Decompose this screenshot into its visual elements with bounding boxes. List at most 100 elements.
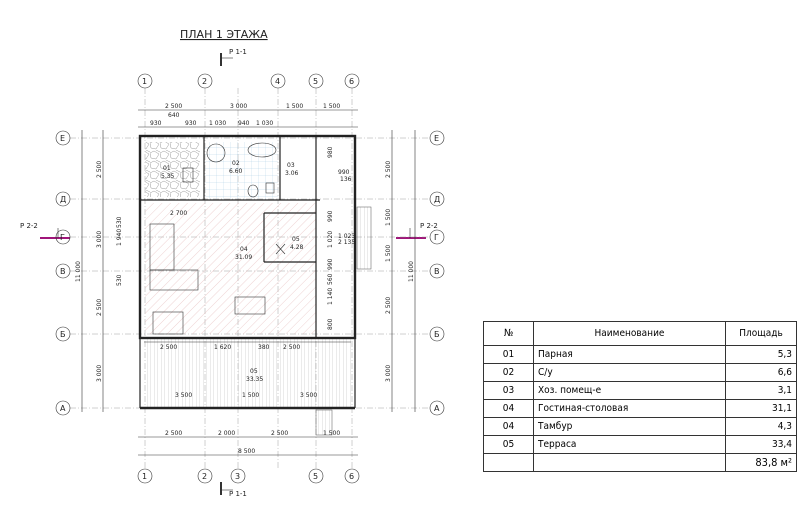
row-area: 3,1 — [725, 381, 797, 400]
section-mark-right: Р 2-2 — [396, 222, 438, 239]
dim-int-5: 1 020 — [327, 231, 334, 248]
dim-int-10: 800 — [327, 318, 334, 330]
dim-top-1: 2 500 — [165, 103, 182, 110]
table-row: 01 Парная 5,3 — [483, 345, 797, 364]
table-row: 04 Тамбур 4,3 — [483, 417, 797, 436]
dining-table-icon — [234, 296, 266, 315]
dims-interior: 980 990 136 990 1 020 2 135 990 560 1 14… — [160, 146, 355, 399]
terrace-floor — [145, 338, 352, 408]
axis-2-bottom: 2 — [202, 472, 207, 481]
dim-top2-3: 930 — [185, 120, 197, 127]
steam-room-floor — [145, 142, 200, 197]
dim-int-7: 990 — [327, 258, 334, 270]
section-mark-left: Р 2-2 — [20, 222, 70, 239]
room-01-area: 5.35 — [161, 173, 175, 180]
dim-top-2: 3 000 — [230, 103, 247, 110]
dim-left-4: 530 — [116, 216, 123, 228]
dim-chain-right: 2 500 1 500 1 500 2 500 3 000 11 000 — [385, 130, 416, 412]
total-empty-cell — [533, 453, 726, 472]
row-name: Терраса — [533, 435, 726, 454]
dim-left-total: 11 000 — [75, 261, 82, 282]
dim-int-19: 1 023 — [338, 233, 355, 240]
section-label-top: Р 1-1 — [229, 48, 247, 56]
plan-title: ПЛАН 1 ЭТАЖА — [180, 28, 268, 41]
section-label-bottom: Р 1-1 — [229, 490, 247, 498]
dim-top2-4: 1 030 — [209, 120, 226, 127]
dim-left-3: 1 940 — [116, 229, 123, 246]
axis-B-right: Б — [434, 330, 440, 339]
room-02-area: 6.60 — [229, 168, 243, 175]
axis-B-left: Б — [60, 330, 66, 339]
axis-G-right: Г — [434, 233, 439, 242]
walls — [138, 134, 357, 410]
toilet-icon — [247, 184, 259, 198]
sofa-corner-icon — [149, 269, 199, 291]
row-area: 5,3 — [725, 345, 797, 364]
room-04-num: 04 — [240, 246, 248, 253]
dim-int-9: 1 140 — [327, 288, 334, 305]
row-number: 04 — [483, 399, 534, 418]
dim-top-3: 1 500 — [286, 103, 303, 110]
axis-D-right: Д — [434, 195, 440, 204]
row-number: 04 — [483, 417, 534, 436]
total-empty-cell — [483, 453, 534, 472]
section-mark-bottom: Р 1-1 — [220, 482, 247, 498]
row-area: 31,1 — [725, 399, 797, 418]
row-area: 33,4 — [725, 435, 797, 454]
row-name: Тамбур — [533, 417, 726, 436]
room-terrace-num: 05 — [250, 368, 258, 375]
dim-right-total: 11 000 — [408, 261, 415, 282]
row-name: Парная — [533, 345, 726, 364]
dim-right-3: 1 500 — [385, 245, 392, 262]
dim-bottom-total: 8 500 — [238, 448, 255, 455]
axis-G-left: Г — [60, 233, 65, 242]
section-label-right: Р 2-2 — [420, 222, 438, 230]
dim-int-16: 1 500 — [242, 392, 259, 399]
total-area: 83,8 м² — [725, 453, 797, 472]
section-label-left: Р 2-2 — [20, 222, 38, 230]
row-name: Гостиная-столовая — [533, 399, 726, 418]
dim-left-7: 3 000 — [96, 365, 103, 382]
row-number: 02 — [483, 363, 534, 382]
stairs-icon — [152, 311, 184, 335]
table-header-name: Наименование — [533, 321, 726, 346]
dim-int-2: 990 — [338, 169, 350, 176]
dim-left-6: 2 500 — [96, 299, 103, 316]
table-header-area: Площадь — [725, 321, 797, 346]
axis-1-top: 1 — [142, 77, 147, 86]
dim-top2-6: 1 030 — [256, 120, 273, 127]
room-05-area: 4.28 — [290, 244, 304, 251]
area-table: № Наименование Площадь 01 Парная 5,3 02 … — [483, 321, 797, 472]
dim-int-12: 1 620 — [214, 344, 231, 351]
axis-V-right: В — [434, 267, 440, 276]
axis-A-left: А — [60, 404, 66, 413]
section-mark-top: Р 1-1 — [220, 48, 247, 66]
floor-plan-drawing: ПЛАН 1 ЭТАЖА Р 1-1 Р 1-1 Р 2-2 Р 2-2 — [20, 28, 445, 498]
axis-5-top: 5 — [313, 77, 318, 86]
axis-bubbles-vertical: 1 2 4 5 6 1 2 3 5 6 — [137, 73, 360, 484]
sink-icon — [265, 182, 275, 194]
room-03-area: 3.06 — [285, 170, 299, 177]
axis-D-left: Д — [60, 195, 66, 204]
dim-bottom-3: 2 500 — [271, 430, 288, 437]
dim-top2-1: 930 — [150, 120, 162, 127]
room-04-area: 31.09 — [235, 254, 252, 261]
dim-top-4: 1 500 — [323, 103, 340, 110]
table-header-row: № Наименование Площадь — [483, 321, 797, 346]
dim-left-2: 3 000 — [96, 231, 103, 248]
dim-bottom-2: 2 000 — [218, 430, 235, 437]
entrance-steps-icon — [356, 206, 372, 270]
dim-top2-5: 940 — [238, 120, 250, 127]
axis-E-right: Е — [434, 134, 439, 143]
row-number: 05 — [483, 435, 534, 454]
dim-int-3: 136 — [340, 176, 352, 183]
row-number: 03 — [483, 381, 534, 400]
dim-int-8: 560 — [327, 273, 334, 285]
dim-int-17: 3 500 — [300, 392, 317, 399]
table-header-number: № — [483, 321, 534, 346]
dim-right-5: 3 000 — [385, 365, 392, 382]
dim-left-1: 2 500 — [96, 161, 103, 178]
dim-right-2: 1 500 — [385, 209, 392, 226]
dim-chain-left: 11 000 2 500 3 000 1 940 530 530 2 500 3… — [75, 130, 123, 412]
row-area: 4,3 — [725, 417, 797, 436]
